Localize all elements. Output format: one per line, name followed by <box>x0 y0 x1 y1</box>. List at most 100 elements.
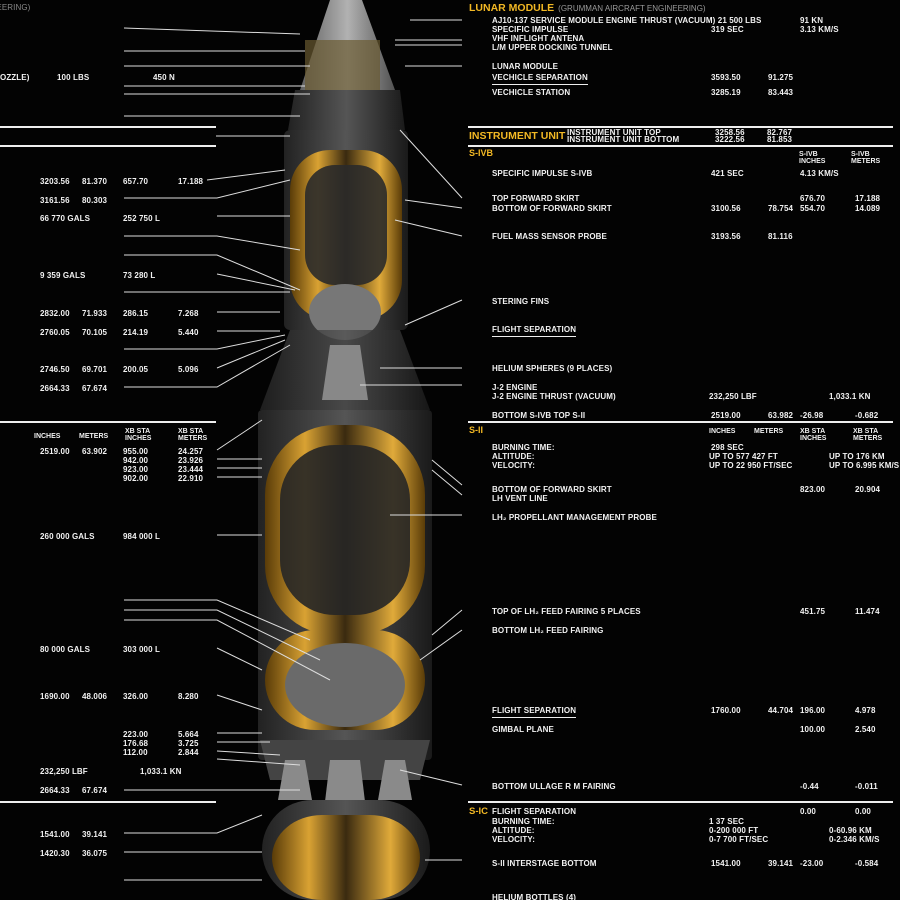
left-spec-value: 1541.00 <box>40 830 70 839</box>
spec-label: FUEL MASS SENSOR PROBE <box>492 232 607 241</box>
s-ii-col-inches: INCHES <box>709 428 736 435</box>
nose-cone <box>288 0 405 130</box>
s-ivb-col-inches: S-IVB INCHES <box>799 151 826 165</box>
spec-label: ALTITUDE: <box>492 452 535 461</box>
spec-label: TOP FORWARD SKIRT <box>492 194 580 203</box>
iu-top-meters: 82.767 <box>767 128 793 137</box>
spec-value: 2.540 <box>855 725 876 734</box>
spec-value: 44.704 <box>768 706 794 715</box>
s-ii-col-xb-inches: XB STA INCHES <box>800 428 827 442</box>
j2-engine-shape <box>322 345 368 400</box>
spec-label: VECHICLE SEPARATION <box>492 73 588 85</box>
spec-label: BURNING TIME: <box>492 443 555 452</box>
left-spec-value: 81.370 <box>82 177 108 186</box>
left-spec-value: 902.00 <box>123 474 149 483</box>
left-spec-value: 80.303 <box>82 196 108 205</box>
left-col-xb-meters: XB STA METERS <box>178 428 208 442</box>
left-header-fragment: (GRUMMAN AIRCRAFT ENGINEERING) <box>0 3 31 12</box>
spec-value: 4.978 <box>855 706 876 715</box>
spec-value: 78.754 <box>768 204 794 213</box>
left-spec-value: 3203.56 <box>40 177 70 186</box>
spec-value: 1760.00 <box>711 706 741 715</box>
spec-label: LH VENT LINE <box>492 494 548 503</box>
spec-value: 91.275 <box>768 73 794 82</box>
left-spec-value: 2746.50 <box>40 365 70 374</box>
spec-label: FLIGHT SEPARATION <box>492 325 577 337</box>
left-spec-value: 112.00 <box>123 748 148 757</box>
iu-bottom-label: INSTRUMENT UNIT BOTTOM <box>567 135 680 144</box>
left-spec-value: 22.910 <box>178 474 204 483</box>
left-spec-value: 923.00 <box>123 465 149 474</box>
left-spec-value: 223.00 <box>123 730 149 739</box>
spec-value: 3100.56 <box>711 204 741 213</box>
left-spec-value: 48.006 <box>82 692 108 701</box>
left-spec-value: 17.188 <box>178 177 204 186</box>
spec-value: UP TO 22 950 FT/SEC <box>709 461 793 470</box>
spec-label: SPECIFIC IMPULSE <box>492 25 569 34</box>
iu-top-label: INSTRUMENT UNIT TOP <box>567 128 661 137</box>
spec-label: BOTTOM LH₂ FEED FAIRING <box>492 626 604 635</box>
left-spec-value: 450 N <box>153 73 175 82</box>
left-nozzle-fragment: OZZLE) <box>0 73 30 82</box>
left-spec-value: 326.00 <box>123 692 149 701</box>
divider <box>0 421 216 423</box>
left-spec-value: 80 000 GALS <box>40 645 91 654</box>
left-spec-value: 942.00 <box>123 456 149 465</box>
left-spec-value: 39.141 <box>82 830 108 839</box>
spec-label: AJ10-137 SERVICE MODULE ENGINE THRUST (V… <box>492 16 762 25</box>
spec-label: TOP OF LH₂ FEED FAIRING 5 PLACES <box>492 607 641 616</box>
left-col-inches: INCHES <box>34 433 61 440</box>
iu-bottom-meters: 81.853 <box>767 135 793 144</box>
spec-value: 3593.50 <box>711 73 741 82</box>
left-spec-value: 252 750 L <box>123 214 160 223</box>
left-spec-value: 232,250 LBF <box>40 767 88 776</box>
spec-value: -0.584 <box>855 859 879 868</box>
spec-label: BOTTOM S-IVB TOP S-II <box>492 411 586 420</box>
left-spec-value: 73 280 L <box>123 271 156 280</box>
spec-label: HELIUM SPHERES (9 PLACES) <box>492 364 613 373</box>
left-spec-value: 67.674 <box>82 786 108 795</box>
divider <box>468 801 893 803</box>
spec-label: BOTTOM OF FORWARD SKIRT <box>492 204 612 213</box>
spec-value: 3285.19 <box>711 88 741 97</box>
spec-value: 421 SEC <box>711 169 744 178</box>
left-spec-value: 2664.33 <box>40 384 70 393</box>
left-spec-value: 67.674 <box>82 384 108 393</box>
spec-label: HELIUM BOTTLES (4) <box>492 893 577 900</box>
left-col-xb-inches: XB STA INCHES <box>125 428 152 442</box>
spec-value: 1541.00 <box>711 859 741 868</box>
spec-label: GIMBAL PLANE <box>492 725 554 734</box>
spec-label: BURNING TIME: <box>492 817 555 826</box>
spec-label: STERING FINS <box>492 297 550 306</box>
lunar-module-title: LUNAR MODULE <box>469 2 555 14</box>
left-spec-value: 69.701 <box>82 365 108 374</box>
left-spec-value: 5.440 <box>178 328 199 337</box>
spec-value: 0-200 000 FT <box>709 826 759 835</box>
spec-value: 91 KN <box>800 16 824 25</box>
divider <box>468 126 893 128</box>
lunar-module-heading: LUNAR MODULE(GRUMMAN AIRCRAFT ENGINEERIN… <box>469 2 706 14</box>
s-ii-title: S-II <box>469 425 484 435</box>
spec-value: -23.00 <box>800 859 824 868</box>
left-spec-value: 100 LBS <box>57 73 90 82</box>
iu-top-inches: 3258.56 <box>715 128 745 137</box>
spec-value: 20.904 <box>855 485 881 494</box>
s-ivb-title: S-IVB <box>469 148 494 158</box>
left-spec-value: 66 770 GALS <box>40 214 91 223</box>
spec-label: SPECIFIC IMPULSE S-IVB <box>492 169 593 178</box>
left-spec-value: 3161.56 <box>40 196 70 205</box>
spec-value: 14.089 <box>855 204 881 213</box>
left-spec-value: 657.70 <box>123 177 149 186</box>
spec-value: UP TO 577 427 FT <box>709 452 778 461</box>
spec-value: 554.70 <box>800 204 826 213</box>
spec-label: VECHICLE STATION <box>492 88 571 97</box>
spec-value: 3.13 KM/S <box>800 25 839 34</box>
left-spec-value: 260 000 GALS <box>40 532 95 541</box>
spec-value: 0.00 <box>855 807 871 816</box>
left-spec-value: 2760.05 <box>40 328 70 337</box>
spec-label: LH₂ PROPELLANT MANAGEMENT PROBE <box>492 513 657 522</box>
spec-value: 451.75 <box>800 607 826 616</box>
spec-value: 63.982 <box>768 411 794 420</box>
spec-value: 1 37 SEC <box>709 817 745 826</box>
